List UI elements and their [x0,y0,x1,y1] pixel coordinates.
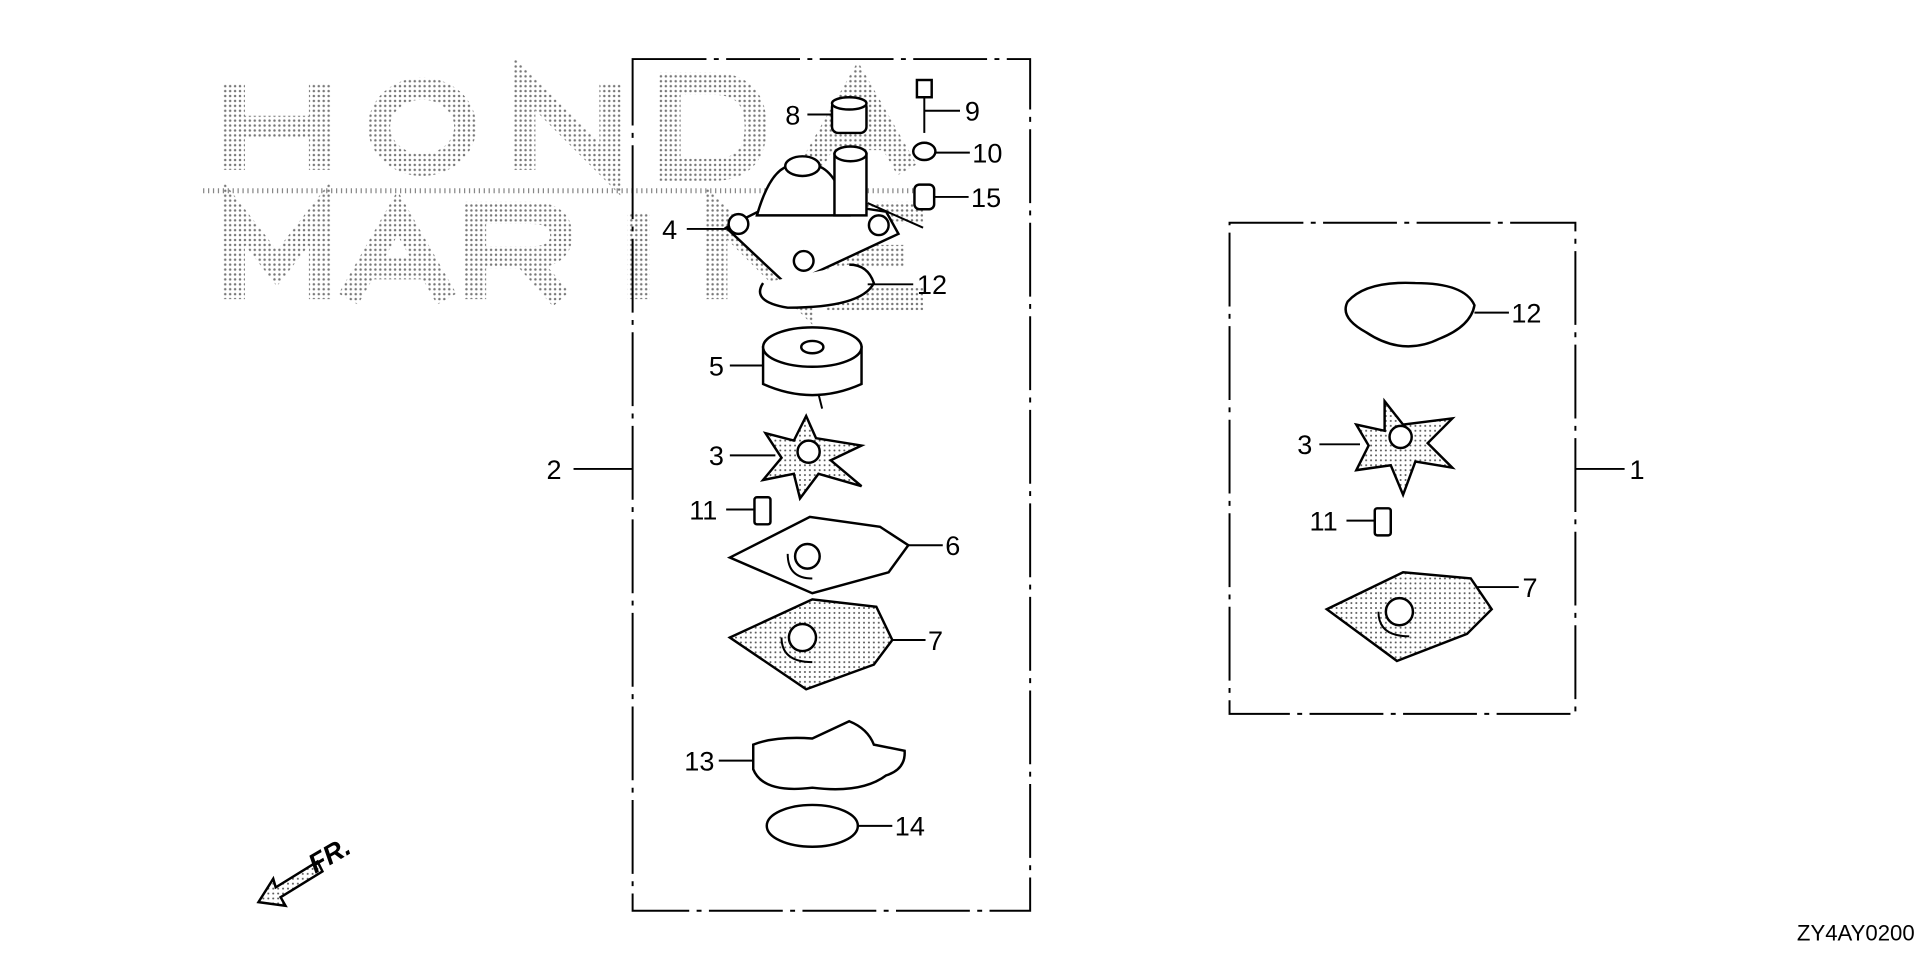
callout-3: 3 [709,440,724,471]
kit-1-callout-3: 3 [1297,429,1312,460]
callout-9: 9 [965,96,980,127]
callout-8: 8 [785,99,800,130]
part-4 [724,145,924,288]
diagram-code: ZY4AY0200 [1797,920,1915,945]
part-3 [759,413,866,502]
callout-5: 5 [709,350,724,381]
callout-14: 14 [895,811,925,842]
part-10 [912,141,937,162]
kit-2-box [631,58,1032,912]
part-14 [765,803,860,849]
kit-1-part-12 [1344,281,1476,348]
kit-1-part-11 [1373,507,1393,537]
kit-1-part-3 [1353,397,1456,499]
callout-1: 1 [1630,454,1645,485]
part-9 [915,78,933,133]
callout-7: 7 [928,625,943,656]
callout-12: 12 [917,269,947,300]
callout-2: 2 [546,454,561,485]
callout-4: 4 [662,214,677,245]
part-6 [726,515,911,595]
front-direction-arrow: FR. [256,830,356,908]
part-11 [753,496,772,526]
part-13 [752,719,906,791]
honda-marine-watermark [203,56,936,326]
part-7 [727,598,894,691]
part-5 [761,326,863,409]
callout-11: 11 [689,494,717,525]
callout-10: 10 [972,137,1002,168]
kit-1-callout-7: 7 [1522,572,1537,603]
callout-6: 6 [945,530,960,561]
kit-1-part-7 [1324,571,1494,663]
kit-1-callout-12: 12 [1511,297,1541,328]
part-8 [830,96,868,135]
part-12 [758,263,876,309]
part-15 [913,183,936,211]
callout-15: 15 [971,182,1001,213]
callout-13: 13 [684,745,714,776]
kit-1-callout-11: 11 [1310,505,1338,536]
